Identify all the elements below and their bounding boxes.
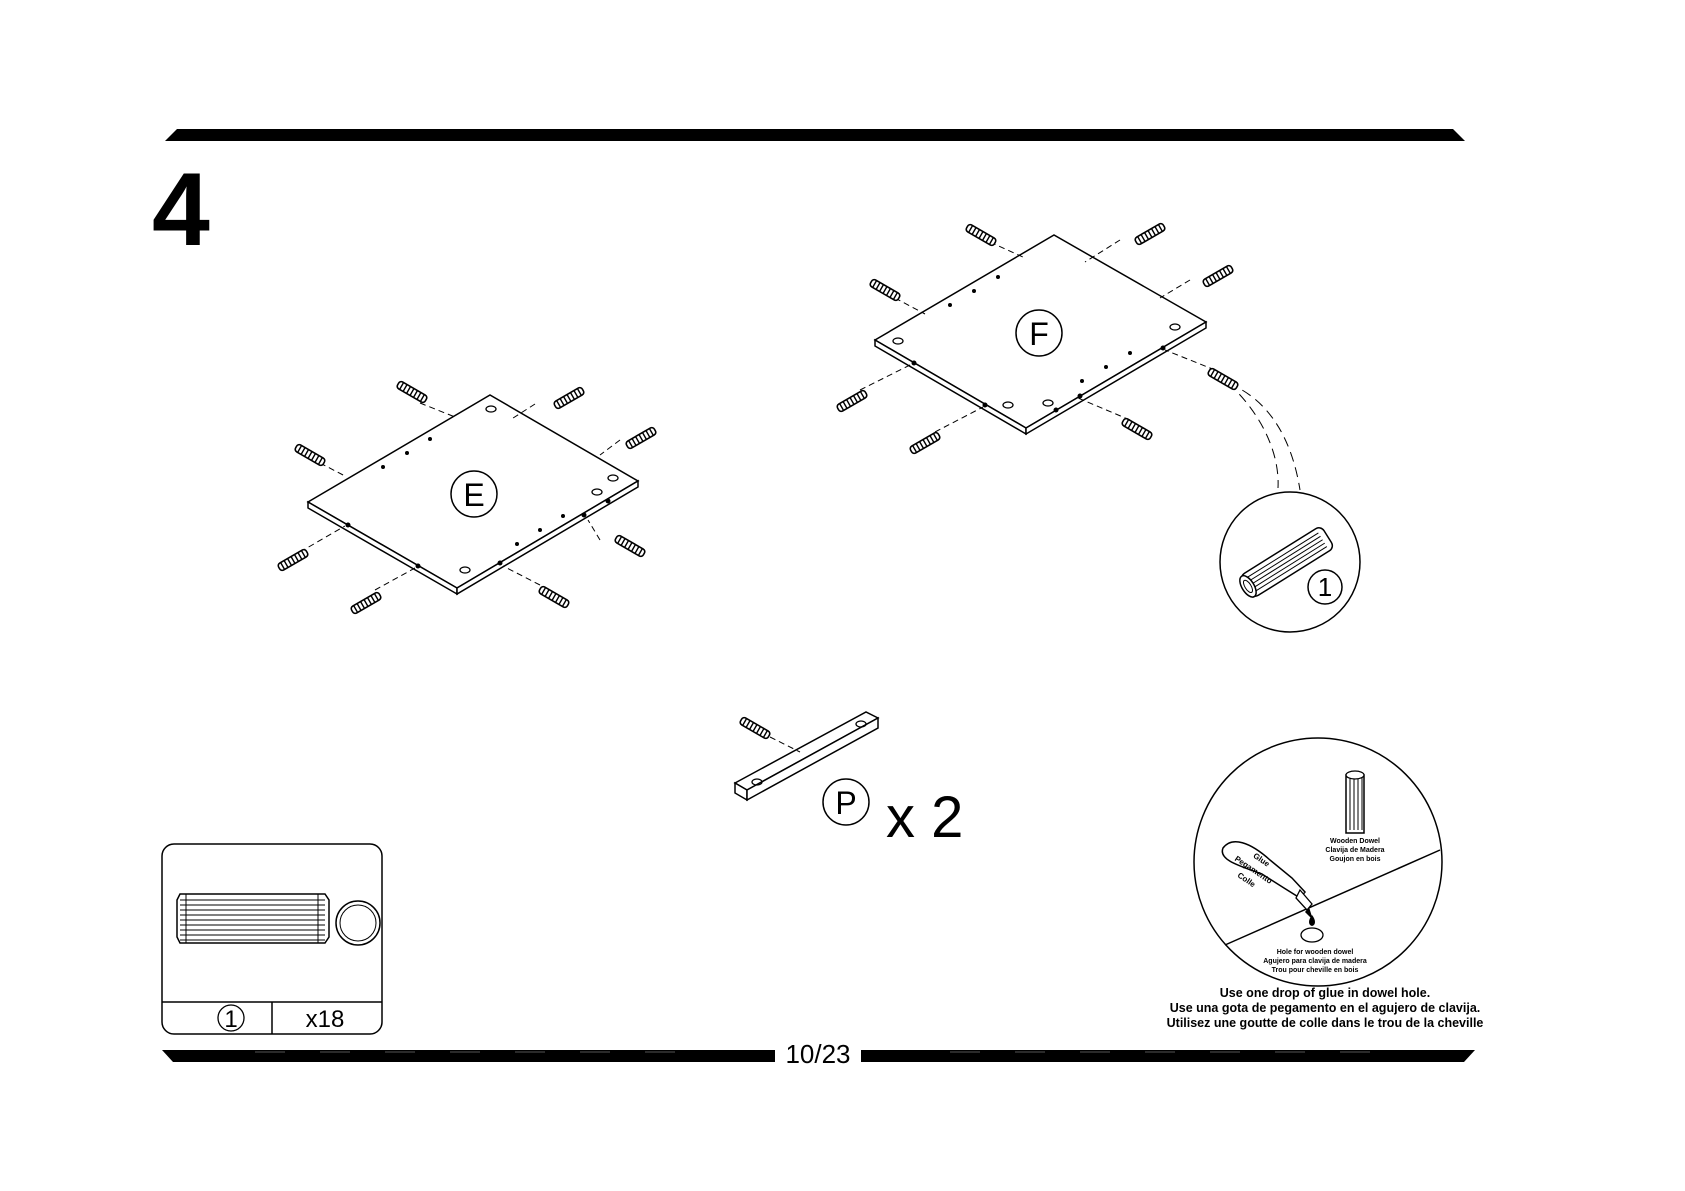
page-number: 10/23 [778, 1039, 858, 1069]
wooden-dowel-icon [965, 223, 997, 247]
dowel-label-fr: Goujon en bois [1330, 856, 1381, 863]
dowel-label-es: Clavija de Madera [1325, 847, 1384, 854]
panel-p-label-circle [822, 778, 870, 826]
wooden-dowel-icon [1207, 367, 1239, 391]
panel-f-drawing [859, 234, 1301, 491]
wooden-dowel-icon [350, 591, 382, 615]
wooden-dowel-icon [909, 431, 941, 455]
hardware-part-circle [217, 1004, 245, 1032]
wooden-dowel-icon [538, 585, 570, 609]
panel-e-label: E [463, 477, 484, 513]
magnifier-circle-icon [1219, 491, 1361, 633]
wooden-dowel-icon [614, 534, 646, 558]
dowel-label-en: Wooden Dowel [1330, 838, 1380, 845]
glue-instruction-es: Use una gota de pegamento en el agujero … [1169, 1001, 1481, 1015]
wooden-dowel-icon [1134, 222, 1166, 246]
wooden-dowel-icon [869, 278, 901, 302]
callout-part-number: 1 [1318, 572, 1332, 602]
wooden-dowel-icon [176, 893, 381, 946]
hole-label-fr: Trou pour cheville en bois [1272, 967, 1359, 974]
glue-tip-diagram [1193, 737, 1443, 987]
glue-instruction-fr: Utilisez une goutte de colle dans le tro… [1166, 1016, 1484, 1030]
panel-f-label-circle [1015, 309, 1063, 357]
hardware-quantity: x18 [306, 1006, 345, 1033]
panel-p-quantity: x 2 [886, 785, 963, 850]
panel-e-drawing [299, 394, 640, 596]
panel-p-drawing [733, 711, 880, 802]
glue-bottle-icon [1221, 841, 1315, 926]
header-bar [165, 129, 1465, 141]
dowel-group [277, 222, 1239, 740]
panel-f-label: F [1029, 316, 1049, 352]
callout-part-circle [1307, 569, 1343, 605]
wooden-dowel-icon [739, 716, 771, 740]
wooden-dowel-icon [625, 426, 657, 450]
hole-label-es: Agujero para clavija de madera [1263, 958, 1367, 965]
footer-bar [162, 1050, 1475, 1062]
wooden-dowel-icon [553, 386, 585, 410]
hardware-part-number: 1 [224, 1006, 237, 1033]
panel-e-label-circle [450, 470, 498, 518]
panel-p-label: P [835, 785, 856, 821]
wooden-dowel-icon [277, 548, 309, 572]
hardware-box [161, 843, 383, 1035]
wooden-dowel-icon [1202, 264, 1234, 288]
step-number: 4 [152, 152, 210, 268]
wooden-dowel-icon [396, 380, 428, 404]
hole-label-en: Hole for wooden dowel [1277, 949, 1354, 956]
wooden-dowel-icon [1121, 417, 1153, 441]
wooden-dowel-icon [1345, 770, 1365, 834]
glue-instruction-en: Use one drop of glue in dowel hole. [1219, 986, 1431, 1000]
wooden-dowel-icon [836, 389, 868, 413]
wooden-dowel-icon [294, 443, 326, 467]
